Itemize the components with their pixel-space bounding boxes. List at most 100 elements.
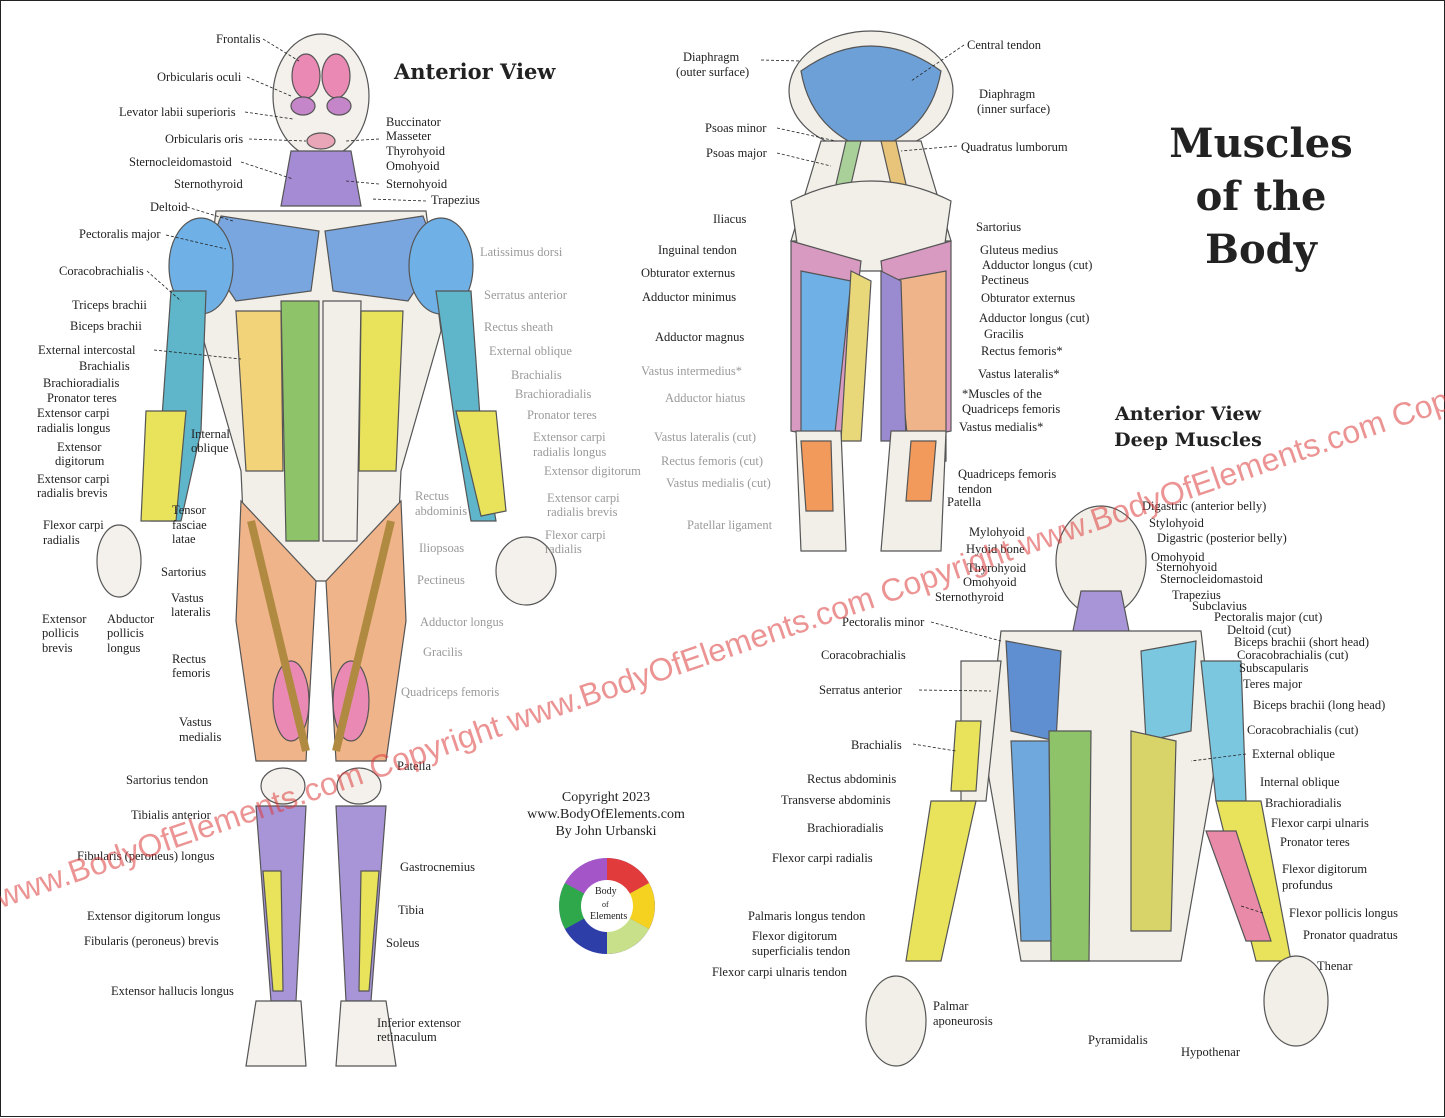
- label-patella: Patella: [397, 759, 431, 773]
- label-flexor-digitorum-sup-2: superficialis tendon: [752, 944, 851, 958]
- deep-torso-figure: [865, 505, 1329, 1067]
- label-gastrocnemius: Gastrocnemius: [400, 860, 475, 874]
- label-adductor-longus: Adductor longus: [420, 615, 504, 629]
- label-pectoralis-major: Pectoralis major: [79, 227, 161, 241]
- label-sternocleidomastoid: Sternocleidomastoid: [129, 155, 233, 169]
- label-pronator-quadratus: Pronator quadratus: [1303, 928, 1398, 942]
- label-coracobrachialis-cut-2: Coracobrachialis (cut): [1247, 723, 1358, 737]
- label-adductor-minimus: Adductor minimus: [642, 290, 736, 304]
- label-obturator-externus-l: Obturator externus: [641, 266, 735, 280]
- label-muscles-of-the: *Muscles of the: [962, 387, 1042, 401]
- label-deltoid: Deltoid: [150, 200, 188, 214]
- label-thenar: Thenar: [1317, 959, 1353, 973]
- label-orbicularis-oris: Orbicularis oris: [165, 132, 243, 146]
- label-patellar-ligament: Patellar ligament: [687, 518, 773, 532]
- label-radialis-longus: radialis longus: [37, 421, 110, 435]
- label-brachioradialis-d: Brachioradialis: [807, 821, 883, 835]
- label-digastric-posterior: Digastric (posterior belly): [1157, 531, 1287, 545]
- label-radialis-brevis: radialis brevis: [37, 486, 108, 500]
- label-rectus-abdominis-2: abdominis: [415, 504, 467, 518]
- label-palmar-2: aponeurosis: [933, 1014, 993, 1028]
- label-ext-digitorum-r: Extensor digitorum: [544, 464, 641, 478]
- label-inguinal-tendon: Inguinal tendon: [658, 243, 738, 257]
- label-gracilis-d: Gracilis: [984, 327, 1024, 341]
- label-rectus-f-2: femoris: [172, 666, 210, 680]
- label-diaphragm-outer-2: (outer surface): [676, 65, 749, 79]
- label-hypothenar: Hypothenar: [1181, 1045, 1241, 1059]
- label-thyrohyoid-d: Thyrohyoid: [967, 561, 1027, 575]
- label-rectus-femoris-cut: Rectus femoris (cut): [661, 454, 763, 468]
- label-vastus-m-2: medialis: [179, 730, 221, 744]
- label-oblique: oblique: [191, 441, 229, 455]
- label-palmar-1: Palmar: [933, 999, 969, 1013]
- logo-text-body: Body: [595, 886, 617, 897]
- label-rectus-sheath: Rectus sheath: [484, 320, 554, 334]
- front-body-figure: [96, 33, 557, 1067]
- label-external-oblique: External oblique: [489, 344, 572, 358]
- label-quadratus-lumborum: Quadratus lumborum: [961, 140, 1068, 154]
- label-latissimus-dorsi: Latissimus dorsi: [480, 245, 563, 259]
- label-brachioradialis-r: Brachioradialis: [515, 387, 591, 401]
- label-extensor-pollicis-2: pollicis: [42, 626, 79, 640]
- copyright-year: Copyright 2023: [561, 790, 651, 805]
- label-biceps-long-head: Biceps brachii (long head): [1253, 698, 1385, 712]
- label-sartorius-tendon: Sartorius tendon: [126, 773, 209, 787]
- label-frontalis: Frontalis: [216, 32, 261, 46]
- label-masseter: Masseter: [386, 129, 432, 143]
- label-iliacus: Iliacus: [713, 212, 746, 226]
- deep-title-line-1: Anterior View: [1114, 403, 1262, 425]
- label-external-oblique-d: External oblique: [1252, 747, 1335, 761]
- label-rectus-f-1: Rectus: [172, 652, 206, 666]
- label-orbicularis-oculi: Orbicularis oculi: [157, 70, 242, 84]
- label-ext-carpi-brevis-r-1: Extensor carpi: [547, 491, 620, 505]
- label-gracilis: Gracilis: [423, 645, 463, 659]
- label-extensor-carpi-1: Extensor carpi: [37, 406, 110, 420]
- label-biceps-brachii: Biceps brachii: [70, 319, 142, 333]
- label-pronator-teres: Pronator teres: [47, 391, 117, 405]
- label-vastus-m-1: Vastus: [179, 715, 212, 729]
- label-central-tendon: Central tendon: [967, 38, 1042, 52]
- label-patella-d: Patella: [947, 495, 981, 509]
- label-levator-labii: Levator labii superioris: [119, 105, 236, 119]
- label-flexor-carpi-r-2: radialis: [545, 542, 582, 556]
- label-quadriceps-tendon-1: Quadriceps femoris: [958, 467, 1056, 481]
- label-serratus-anterior: Serratus anterior: [484, 288, 568, 302]
- deep-labels: Mylohyoid Hyoid bone Thyrohyoid Omohyoid…: [712, 499, 1398, 1059]
- label-flexor-pollicis-longus: Flexor pollicis longus: [1289, 906, 1398, 920]
- label-diaphragm-inner-1: Diaphragm: [979, 87, 1036, 101]
- label-digastric-anterior: Digastric (anterior belly): [1142, 499, 1266, 513]
- label-extensor-pollicis-1: Extensor: [42, 612, 87, 626]
- label-sternothyroid-d: Sternothyroid: [935, 590, 1004, 604]
- label-adductor-hiatus: Adductor hiatus: [665, 391, 745, 405]
- label-soleus: Soleus: [386, 936, 419, 950]
- label-gluteus-medius: Gluteus medius: [980, 243, 1058, 257]
- label-pectineus: Pectineus: [417, 573, 465, 587]
- label-triceps-brachii: Triceps brachii: [72, 298, 147, 312]
- label-diaphragm-inner-2: (inner surface): [977, 102, 1050, 116]
- label-trapezius-d: Trapezius: [1172, 588, 1221, 602]
- label-extensor: Extensor: [57, 440, 102, 454]
- label-fibularis-brevis: Fibularis (peroneus) brevis: [84, 934, 219, 948]
- label-quadriceps-note: Quadriceps femoris: [962, 402, 1060, 416]
- label-brachialis-r: Brachialis: [511, 368, 562, 382]
- label-ext-carpi-r-2: radialis longus: [533, 445, 606, 459]
- label-trapezius: Trapezius: [431, 193, 480, 207]
- leader-lines: [146, 38, 1264, 914]
- label-tibialis-anterior: Tibialis anterior: [131, 808, 212, 822]
- label-adductor-magnus: Adductor magnus: [655, 330, 744, 344]
- label-sternohyoid-d: Sternohyoid: [1156, 560, 1218, 574]
- label-flexor-digitorum-prof-1: Flexor digitorum: [1282, 862, 1367, 876]
- label-radialis: radialis: [43, 533, 80, 547]
- legs-labels: Diaphragm (outer surface) Psoas minor Ps…: [641, 38, 1092, 532]
- label-subscapularis: Subscapularis: [1239, 661, 1309, 675]
- label-ext-carpi-r-1: Extensor carpi: [533, 430, 606, 444]
- label-vastus-medialis-cut: Vastus medialis (cut): [666, 476, 771, 490]
- copyright-author: By John Urbanski: [555, 824, 657, 839]
- label-psoas-minor: Psoas minor: [705, 121, 767, 135]
- label-flexor-digitorum-prof-2: profundus: [1282, 878, 1333, 892]
- label-brachialis: Brachialis: [79, 359, 130, 373]
- label-omohyoid-d2: Omohyoid: [1151, 550, 1205, 564]
- deep-title-line-2: Deep Muscles: [1114, 429, 1262, 451]
- label-inferior-extensor-2: retinaculum: [377, 1030, 437, 1044]
